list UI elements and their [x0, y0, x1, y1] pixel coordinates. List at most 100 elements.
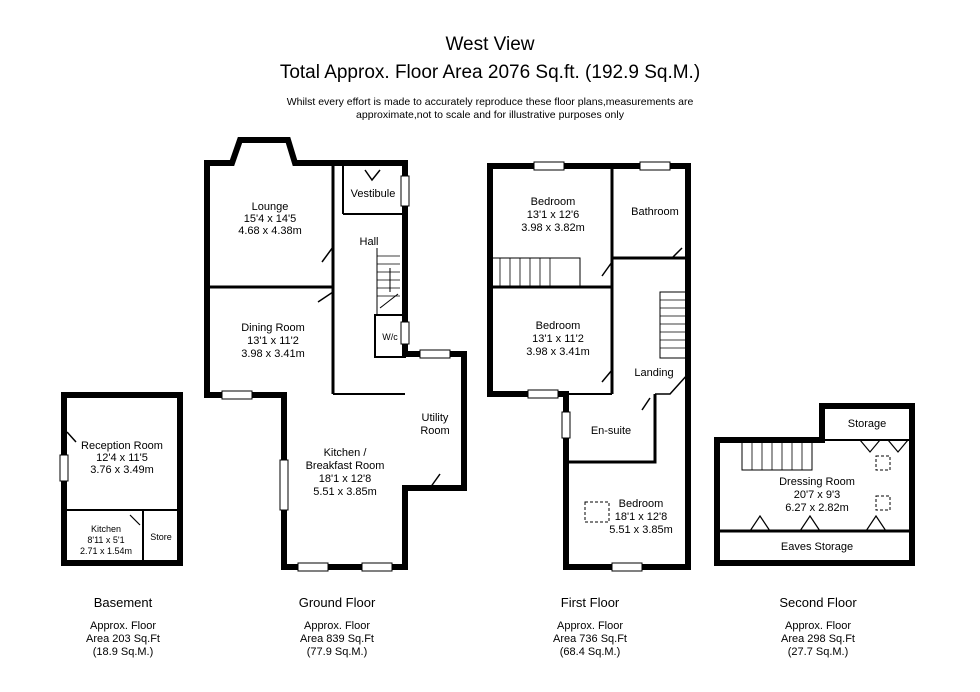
basement-plan: [59, 392, 183, 566]
dressing-room-imperial: 20'7 x 9'3: [794, 489, 840, 501]
lounge-metric: 4.68 x 4.38m: [238, 225, 302, 237]
kitchen-side-window: [279, 459, 289, 511]
bedroom-front-window: [533, 161, 565, 171]
bedroom-rear-name: Bedroom: [619, 498, 664, 510]
basement-kitchen-name: Kitchen: [91, 524, 121, 534]
floor-area-sqft: Area 736 Sq.Ft: [553, 633, 627, 645]
dressing-room-metric: 6.27 x 2.82m: [785, 502, 849, 514]
bedroom-rear-window: [611, 562, 643, 572]
floor-area: Approx. Floor Area 736 Sq.Ft (68.4 Sq.M.…: [505, 620, 675, 659]
eaves-storage-name: Eaves Storage: [781, 541, 853, 553]
wc-window: [400, 321, 410, 345]
first-stairs-void: [491, 257, 581, 287]
bathroom-name: Bathroom: [631, 206, 679, 218]
floor-area-label: Approx. Floor: [303, 620, 371, 632]
lounge-door-swing: [321, 246, 334, 263]
bedroom-middle-window: [527, 389, 559, 399]
basement-kitchen-metric: 2.71 x 1.54m: [80, 546, 132, 556]
eaves-doors: [749, 514, 887, 532]
bedroom-front-imperial: 13'1 x 12'6: [527, 209, 580, 221]
floor-area-sqm: (18.9 Sq.M.): [92, 646, 154, 658]
floor-area-sqft: Area 298 Sq.Ft: [781, 633, 855, 645]
utility-window: [419, 349, 451, 359]
dining-room-imperial: 13'1 x 11'2: [247, 335, 299, 347]
ensuite-name: En-suite: [591, 425, 631, 437]
bathroom-door-swing: [671, 247, 683, 259]
bedroom-rear-imperial: 18'1 x 12'8: [615, 511, 668, 523]
bedroom-middle-name: Bedroom: [536, 320, 581, 332]
bedroom-front-name: Bedroom: [531, 196, 576, 208]
second-floor-plan: [714, 403, 915, 566]
bathroom-window: [639, 161, 671, 171]
floor-name: Second Floor: [779, 595, 857, 610]
floor-area: Approx. Floor Area 298 Sq.Ft (27.7 Sq.M.…: [733, 620, 903, 659]
basement-window: [59, 454, 69, 482]
kitchen-breakfast-name-1: Kitchen /: [324, 447, 368, 459]
floor-label-first: First Floor Approx. Floor Area 736 Sq.Ft…: [505, 595, 675, 659]
floor-area-label: Approx. Floor: [89, 620, 157, 632]
basement-door-swing: [66, 431, 77, 443]
floor-area-sqm: (77.9 Sq.M.): [306, 646, 368, 658]
first-stairs-treads: [660, 299, 688, 349]
second-stairs: [741, 441, 813, 471]
skylight: [584, 501, 610, 523]
lounge-imperial: 15'4 x 14'5: [244, 213, 297, 225]
void-treads: [499, 258, 551, 286]
landing-name: Landing: [634, 367, 673, 379]
utility-room-name-2: Room: [420, 425, 449, 437]
ground-stairs-treads: [377, 255, 400, 297]
dining-room-metric: 3.98 x 3.41m: [241, 348, 305, 360]
vestibule-window: [400, 175, 410, 207]
kitchen-breakfast-imperial: 18'1 x 12'8: [319, 473, 372, 485]
reception-room-imperial: 12'4 x 11'5: [96, 452, 148, 464]
stairs-diagonal: [379, 293, 399, 309]
floor-area-sqm: (27.7 Sq.M.): [787, 646, 849, 658]
dressing-room-name: Dressing Room: [779, 476, 855, 488]
bedroom-front-door-swing: [601, 261, 613, 277]
utility-room-name-1: Utility: [422, 412, 449, 424]
floor-label-ground: Ground Floor Approx. Floor Area 839 Sq.F…: [252, 595, 422, 659]
floor-area: Approx. Floor Area 203 Sq.Ft (18.9 Sq.M.…: [38, 620, 208, 659]
floor-area-sqft: Area 203 Sq.Ft: [86, 633, 160, 645]
reception-room-metric: 3.76 x 3.49m: [90, 464, 154, 476]
floor-area-label: Approx. Floor: [784, 620, 852, 632]
disclaimer-line-2: approximate,not to scale and for illustr…: [356, 109, 624, 121]
lounge-bay-window: [231, 139, 296, 164]
ensuite-walls: [566, 394, 657, 464]
dining-room-name: Dining Room: [241, 322, 305, 334]
store-name: Store: [150, 532, 172, 542]
floor-name: First Floor: [560, 595, 620, 610]
ground-floor-plan: [204, 137, 467, 572]
page-title: West View: [445, 34, 535, 55]
lounge-name: Lounge: [252, 201, 289, 213]
kitchen-door-swing: [129, 514, 141, 526]
vestibule-name: Vestibule: [351, 188, 396, 200]
bedroom-rear-metric: 5.51 x 3.85m: [609, 524, 673, 536]
reception-room-name: Reception Room: [81, 440, 163, 452]
second-stairs-treads: [751, 442, 803, 470]
floor-area: Approx. Floor Area 839 Sq.Ft (77.9 Sq.M.…: [252, 620, 422, 659]
ensuite-door-swing: [641, 397, 651, 411]
bedroom-middle-metric: 3.98 x 3.41m: [526, 346, 590, 358]
wc-name: W/c: [382, 332, 398, 342]
bedroom-middle-imperial: 13'1 x 11'2: [532, 333, 584, 345]
disclaimer-line-1: Whilst every effort is made to accuratel…: [286, 96, 694, 108]
skylight-1: [875, 455, 891, 471]
floor-name: Ground Floor: [298, 595, 376, 610]
basement-kitchen-imperial: 8'11 x 5'1: [87, 535, 124, 545]
ensuite-window: [561, 411, 571, 439]
storage-name: Storage: [848, 418, 887, 430]
dining-window: [221, 390, 253, 400]
bedroom-middle-door-swing: [601, 369, 613, 383]
total-floor-area: Total Approx. Floor Area 2076 Sq.ft. (19…: [279, 62, 701, 83]
floor-label-second: Second Floor Approx. Floor Area 298 Sq.F…: [733, 595, 903, 659]
floor-name: Basement: [93, 595, 153, 610]
first-floor-plan: [487, 161, 691, 572]
dining-door-swing: [317, 291, 334, 303]
floor-area-sqm: (68.4 Sq.M.): [559, 646, 621, 658]
landing-corner: [655, 373, 689, 395]
disclaimer: Whilst every effort is made to accuratel…: [0, 96, 980, 122]
utility-door-swing: [429, 473, 441, 489]
floor-area-sqft: Area 839 Sq.Ft: [300, 633, 374, 645]
